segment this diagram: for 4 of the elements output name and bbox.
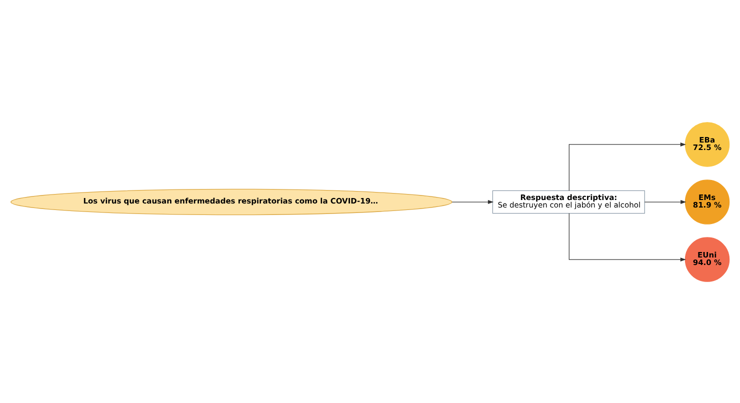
arrow <box>568 212 686 261</box>
arrow <box>568 142 686 190</box>
arrow <box>644 200 686 204</box>
arrow <box>452 200 494 204</box>
